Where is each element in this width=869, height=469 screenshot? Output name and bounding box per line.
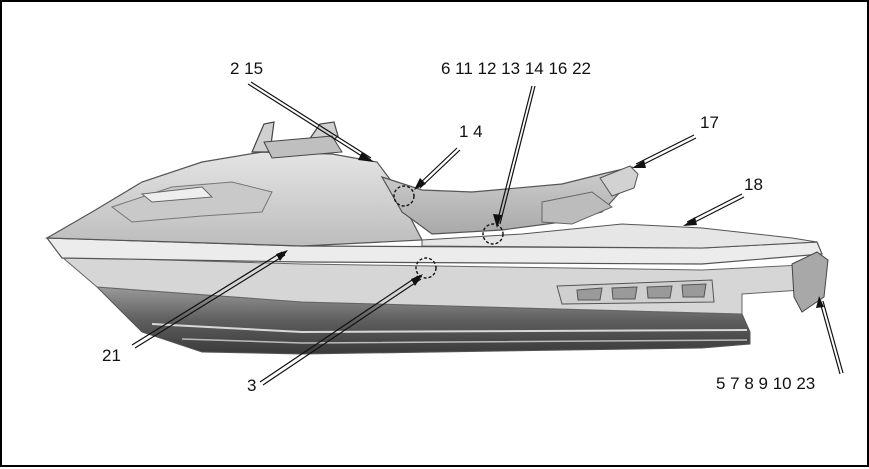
arrowheads bbox=[276, 152, 824, 308]
label-21: 21 bbox=[102, 346, 121, 365]
callout-circle-1-4 bbox=[393, 185, 415, 207]
callout-circle-13 bbox=[482, 223, 504, 245]
label-17: 17 bbox=[700, 113, 719, 132]
rear-deck bbox=[421, 223, 818, 249]
hull-stripe-2 bbox=[181, 338, 748, 344]
front-cowl-panel bbox=[110, 181, 273, 223]
label-5-to-23: 5 7 8 9 10 23 bbox=[716, 374, 816, 393]
steering bbox=[263, 135, 343, 159]
label-18: 18 bbox=[744, 175, 763, 194]
hull-stripe bbox=[151, 323, 748, 334]
callout-circle-3 bbox=[415, 257, 437, 279]
label-2-15: 2 15 bbox=[230, 59, 264, 78]
side-vents bbox=[556, 279, 715, 305]
leader-lines bbox=[131, 81, 844, 386]
reverse-gate bbox=[791, 251, 829, 313]
label-6-to-22: 6 11 12 13 14 16 22 bbox=[441, 59, 591, 78]
rear-grab-handle bbox=[599, 165, 639, 197]
headlight bbox=[140, 186, 214, 203]
label-1-4: 1 4 bbox=[459, 122, 483, 141]
side-step bbox=[541, 191, 613, 225]
label-3: 3 bbox=[247, 376, 257, 395]
